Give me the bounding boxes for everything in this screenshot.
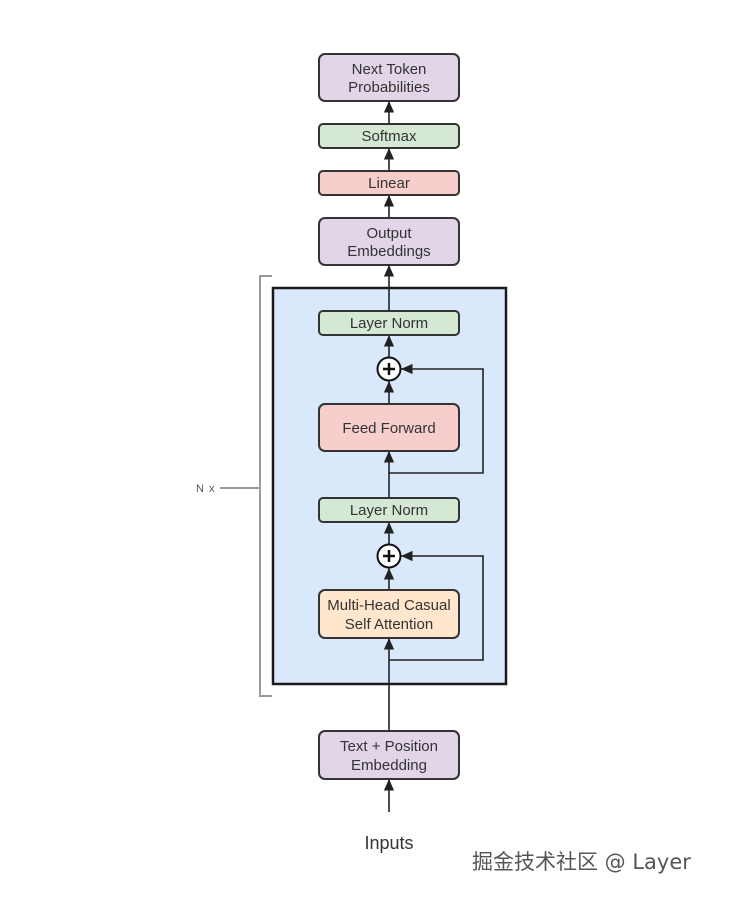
embedding-label-1: Text + Position [340, 738, 438, 755]
add-circle-top [376, 356, 402, 382]
embedding-label-2: Embedding [351, 757, 427, 774]
text-position-embedding-box: Text + Position Embedding [318, 730, 460, 780]
attention-label-2: Self Attention [345, 616, 433, 633]
inputs-label: Inputs [364, 833, 413, 853]
next-token-label-1: Next Token [352, 61, 427, 78]
layer-norm-top-label: Layer Norm [350, 315, 428, 332]
layer-norm-top-box: Layer Norm [318, 310, 460, 336]
multi-head-attention-box: Multi-Head Casual Self Attention [318, 589, 460, 639]
layer-norm-bottom-label: Layer Norm [350, 502, 428, 519]
linear-label: Linear [368, 175, 410, 192]
next-token-label-2: Probabilities [348, 79, 430, 96]
linear-box: Linear [318, 170, 460, 196]
softmax-box: Softmax [318, 123, 460, 149]
next-token-probabilities-box: Next Token Probabilities [318, 53, 460, 102]
feed-forward-box: Feed Forward [318, 403, 460, 452]
attention-label-1: Multi-Head Casual [327, 597, 450, 614]
repeat-bracket [220, 275, 272, 697]
output-embeddings-label-1: Output [366, 225, 412, 242]
add-circle-bottom [376, 543, 402, 569]
connector-arrows [383, 101, 484, 812]
output-embeddings-box: Output Embeddings [318, 217, 460, 266]
feed-forward-label: Feed Forward [342, 420, 435, 437]
watermark: 掘金技术社区 @ Layer [472, 850, 691, 874]
repeat-label: N x [196, 483, 216, 495]
softmax-label: Softmax [361, 128, 417, 145]
output-embeddings-label-2: Embeddings [347, 243, 430, 260]
layer-norm-bottom-box: Layer Norm [318, 497, 460, 523]
